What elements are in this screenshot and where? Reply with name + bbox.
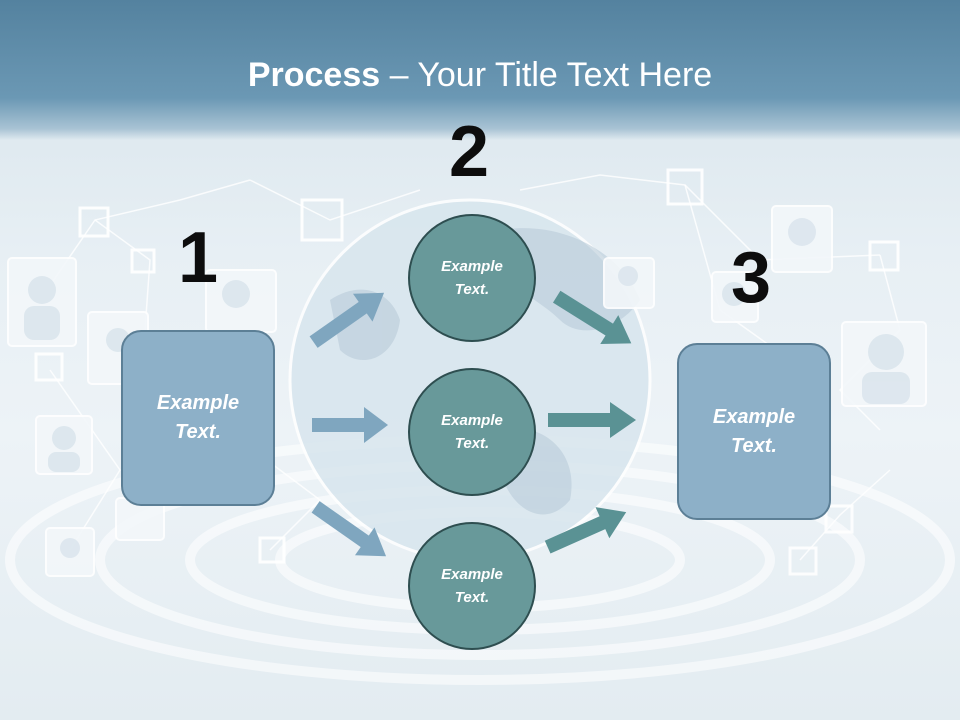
circle-top-line2: Text.	[454, 281, 490, 298]
circle-middle-line1: Example	[441, 412, 503, 429]
step-1-box[interactable]: Example Text.	[121, 330, 275, 506]
step-number-2: 2	[449, 112, 490, 192]
step-1-text: Example Text.	[157, 389, 239, 447]
step-number-1: 1	[178, 218, 219, 298]
step-2-circle-bottom[interactable]: Example Text.	[408, 522, 536, 650]
arrow-down-right-2	[552, 290, 632, 344]
step-3-box[interactable]: Example Text.	[677, 343, 831, 520]
step-1-text-line1: Example	[156, 392, 240, 414]
arrow-right-2	[548, 402, 636, 438]
title-bold: Process	[247, 56, 381, 94]
step-3-text: Example Text.	[713, 403, 795, 461]
slide-title: Process – Your Title Text Here	[0, 54, 960, 96]
header-band	[0, 0, 960, 140]
circle-bottom-line1: Example	[441, 566, 503, 583]
step-3-text-line1: Example	[712, 405, 796, 428]
circle-top-line1: Example	[441, 258, 503, 275]
left-arrows	[309, 292, 388, 557]
circle-bottom-line2: Text.	[454, 589, 490, 606]
arrow-up-right-2	[544, 507, 627, 554]
right-arrows	[544, 290, 636, 554]
step-number-3: 3	[731, 238, 772, 318]
circle-bottom-text: Example Text.	[441, 563, 503, 609]
title-rest: – Your Title Text Here	[380, 56, 713, 94]
step-2-circle-middle[interactable]: Example Text.	[408, 368, 536, 496]
circle-middle-line2: Text.	[454, 435, 490, 452]
photo-people	[24, 218, 910, 558]
circle-middle-text: Example Text.	[441, 409, 503, 455]
circle-top-text: Example Text.	[441, 255, 503, 301]
step-2-circle-top[interactable]: Example Text.	[408, 214, 536, 342]
step-1-text-line2: Text.	[175, 421, 221, 443]
square-nodes	[34, 168, 900, 576]
arrow-down-right	[311, 501, 387, 557]
step-3-text-line2: Text.	[731, 434, 777, 457]
arrow-up-right	[309, 292, 385, 348]
arrow-right	[312, 407, 388, 443]
